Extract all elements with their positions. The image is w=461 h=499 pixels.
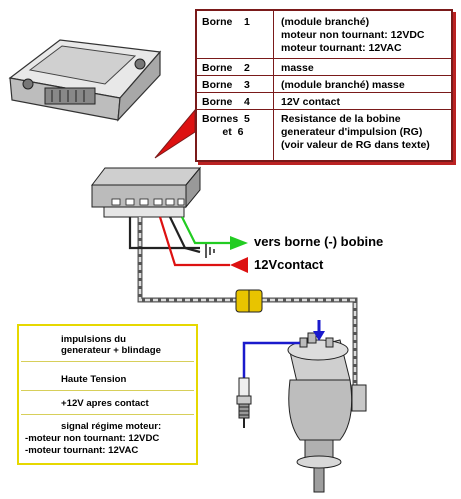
green-wire (181, 216, 230, 245)
module-connector (90, 166, 202, 218)
ground-wire-2 (169, 216, 201, 254)
callout-pointer (154, 108, 196, 159)
borne-1-label: Borne 1 (202, 16, 250, 28)
red-arrow (230, 257, 248, 273)
legend-signal-line-1: signal régime moteur: (61, 421, 162, 432)
legend-divider (21, 361, 194, 362)
borne-3-label: Borne 3 (202, 79, 250, 91)
borne-4-desc: 12V contact (281, 96, 340, 108)
coil-terminal-label: vers borne (-) bobine (254, 234, 384, 249)
borne-1-desc-1: (module branché) (281, 16, 370, 28)
ht-arrow-head (313, 331, 325, 341)
pinout-table: Borne 1 (module branché) moteur non tour… (195, 9, 453, 162)
contact-label: 12Vcontact (254, 257, 324, 272)
distributor-illustration (287, 332, 367, 493)
legend-divider (21, 414, 194, 415)
borne-1-desc-2: moteur non tournant: 12VDC (281, 29, 425, 41)
legend-shield-line-1: impulsions du (61, 334, 127, 345)
borne-2-desc: masse (281, 62, 314, 74)
spark-plug-illustration (236, 377, 252, 428)
borne-5-6-label: Bornes 5 et 6 (202, 113, 250, 138)
legend: impulsions du generateur + blindage Haut… (17, 324, 198, 465)
inline-plug (235, 289, 263, 313)
ht-lead (242, 341, 300, 380)
borne-5-6-desc-2: generateur d'impulsion (RG) (281, 126, 423, 138)
legend-signal-line-2: -moteur non tournant: 12VDC (25, 433, 160, 444)
ground-wire (128, 217, 200, 250)
legend-12v-label: +12V apres contact (61, 398, 149, 409)
borne-5-6-desc-3: (voir valeur de RG dans texte) (281, 139, 430, 151)
legend-ht-label: Haute Tension (61, 374, 127, 385)
red-wire (158, 216, 230, 267)
borne-1-desc-3: moteur tournant: 12VAC (281, 42, 402, 54)
borne-3-desc: (module branché) masse (281, 79, 405, 91)
legend-divider (21, 390, 194, 391)
borne-4-label: Borne 4 (202, 96, 250, 108)
ground-symbol (205, 244, 215, 258)
borne-2-label: Borne 2 (202, 62, 250, 74)
legend-shield-line-2: generateur + blindage (61, 345, 161, 356)
shielded-cable (137, 217, 358, 385)
borne-5-6-desc-1: Resistance de la bobine (281, 113, 401, 125)
ignition-module-illustration (8, 39, 162, 122)
table-column-divider (273, 11, 274, 160)
legend-signal-line-3: -moteur tournant: 12VAC (25, 445, 139, 456)
green-arrow (230, 236, 248, 250)
